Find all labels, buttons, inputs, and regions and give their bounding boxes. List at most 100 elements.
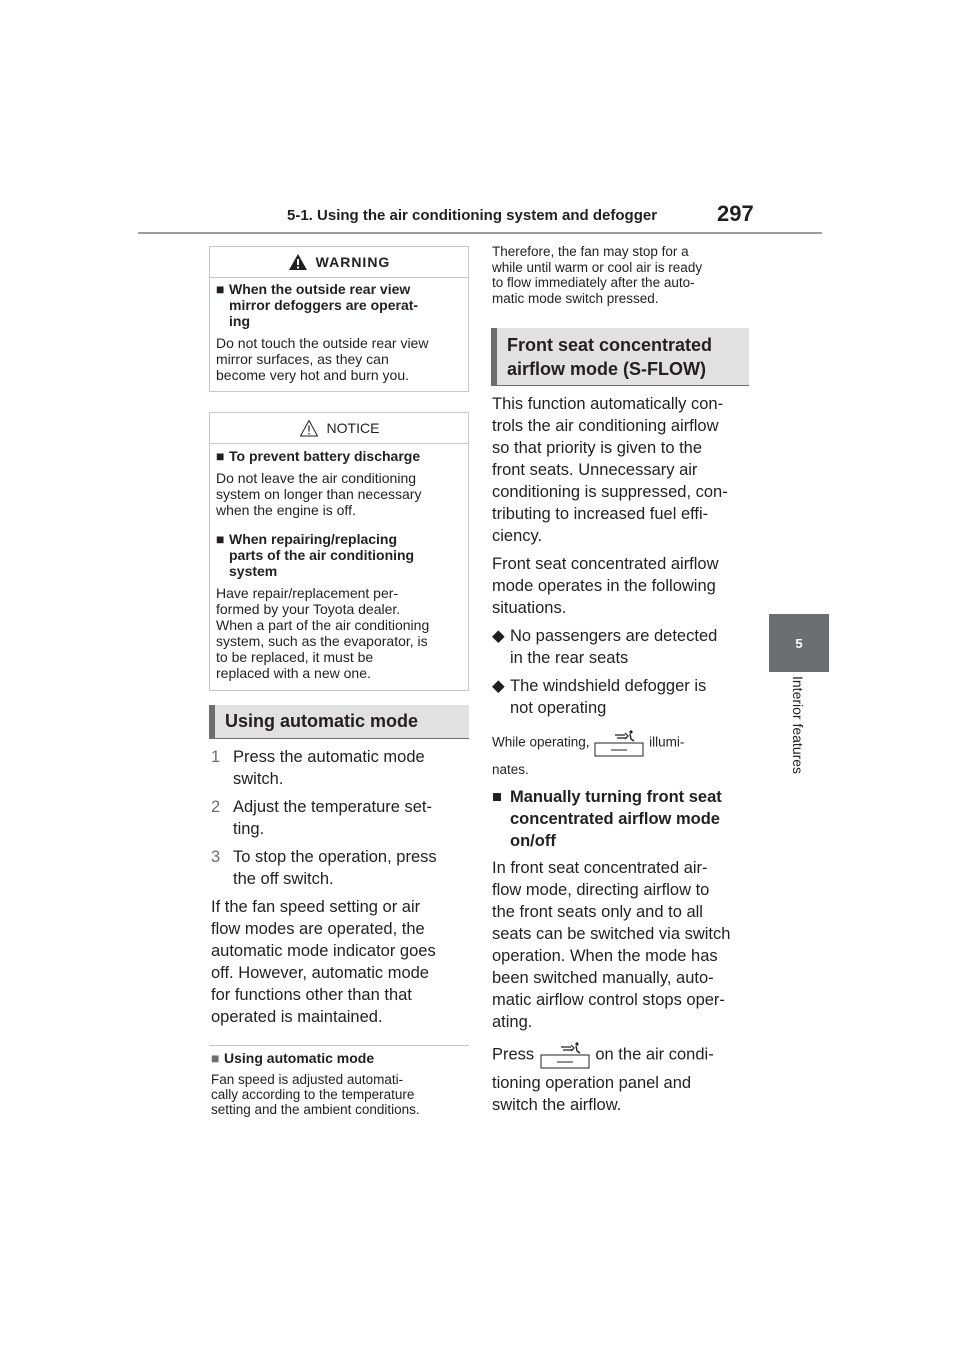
paragraph-line: tributing to increased fuel effi- <box>492 505 709 523</box>
notice-body-line: Have repair/replacement per- <box>216 585 399 601</box>
header-rule <box>138 232 822 234</box>
step-text: Press the automatic mode <box>233 748 425 766</box>
paragraph-line: flow modes are operated, the <box>211 920 425 938</box>
paragraph-line: off. However, automatic mode <box>211 964 429 982</box>
note-rule <box>209 1045 469 1046</box>
warning-header: WARNING <box>210 247 468 278</box>
paragraph-line: situations. <box>492 599 567 617</box>
note-text: illumi- <box>649 734 685 750</box>
notice-header: NOTICE <box>210 413 468 444</box>
notice-body-line: When a part of the air conditioning <box>216 617 430 633</box>
paragraph-line: operation. When the mode has <box>492 947 718 965</box>
bullet-text: No passengers are detected <box>510 627 718 645</box>
sflow-body: This function automatically con- trols t… <box>492 393 754 729</box>
paragraph-line: tioning operation panel and <box>492 1074 692 1092</box>
chapter-label: Interior features <box>787 676 807 806</box>
notice-subheading-line: system <box>229 563 278 579</box>
notice-body-line: to be replaced, it must be <box>216 649 374 665</box>
sflow-paragraph: This function automatically con- trols t… <box>492 393 754 547</box>
note-text: nates. <box>492 762 529 777</box>
notice-body-line: when the engine is off. <box>216 502 356 518</box>
bullet-text: not operating <box>510 699 607 717</box>
paragraph-line: matic airflow control stops oper- <box>492 991 725 1009</box>
notice-subheading-line: To prevent battery discharge <box>229 448 421 464</box>
paragraph-line: for functions other than that <box>211 986 412 1004</box>
sflow-paragraph: Front seat concentrated airflow mode ope… <box>492 553 754 619</box>
step-item: 1 Press the automatic mode switch. <box>211 746 471 790</box>
step-text: the off switch. <box>233 870 334 888</box>
paragraph-line: the front seats only and to all <box>492 903 703 921</box>
paragraph-line: automatic mode indicator goes <box>211 942 436 960</box>
page-number: 297 <box>717 201 754 226</box>
paragraph-line: ating. <box>492 1013 533 1031</box>
notice-body-line: replaced with a new one. <box>216 665 371 681</box>
section-heading-text: airflow mode (S-FLOW) <box>507 359 706 379</box>
subheading-line: concentrated airflow mode <box>510 810 720 828</box>
bullet-item: ◆ The windshield defogger is not operatin… <box>492 675 754 719</box>
step-number: 3 <box>211 848 221 866</box>
step-text: switch. <box>233 770 284 788</box>
diamond-bullet-icon: ◆ <box>492 677 505 695</box>
paragraph-line: conditioning is suppressed, con- <box>492 483 728 501</box>
paragraph-line: This function automatically con- <box>492 395 724 413</box>
note-line: Therefore, the fan may stop for a <box>492 244 689 259</box>
subheading-line: Manually turning front seat <box>510 788 722 806</box>
step-list: 1 Press the automatic mode switch. 2 Adju… <box>211 746 471 1028</box>
paragraph-line: front seats. Unnecessary air <box>492 461 698 479</box>
front-seat-airflow-switch-icon <box>594 730 644 757</box>
warning-subheading-line: ing <box>229 313 250 329</box>
paragraph-text: on the air condi- <box>595 1045 714 1064</box>
paragraph-line: flow mode, directing airflow to <box>492 881 710 899</box>
section-heading-text: Front seat concentrated <box>507 335 713 355</box>
paragraph-line: If the fan speed setting or air <box>211 898 421 916</box>
note-line: matic mode switch pressed. <box>492 290 659 306</box>
section-heading-text: Using automatic mode <box>225 711 419 731</box>
note-line: Fan speed is adjusted automati- <box>211 1072 404 1087</box>
note-line: to flow immediately after the auto- <box>492 275 695 290</box>
paragraph-line: mode operates in the following <box>492 577 716 595</box>
bullet-text: in the rear seats <box>510 649 629 667</box>
warning-box: WARNING ■When the outside rear view mirr… <box>209 246 469 392</box>
chapter-label-text: Interior features <box>790 676 806 775</box>
note-line: cally according to the temperature <box>211 1087 415 1102</box>
paragraph-line: Front seat concentrated airflow <box>492 555 719 573</box>
note-line: setting and the ambient conditions. <box>211 1102 420 1117</box>
paragraph-line: been switched manually, auto- <box>492 969 714 987</box>
note-heading-text: Using automatic mode <box>224 1050 375 1066</box>
square-bullet-icon: ■ <box>492 788 502 806</box>
notice-subheading: ■To prevent battery discharge <box>216 448 421 464</box>
warning-subheading-line: When the outside rear view <box>229 281 411 297</box>
section-title: 5-1. Using the air conditioning system a… <box>287 207 658 224</box>
warning-subheading-line: mirror defoggers are operat- <box>229 297 419 313</box>
step-text: To stop the operation, press <box>233 848 437 866</box>
step-text: Adjust the temperature set- <box>233 798 433 816</box>
step-item: 2 Adjust the temperature set-ting. <box>211 796 471 840</box>
notice-body-line: system on longer than necessary <box>216 486 422 502</box>
notice-box: NOTICE ■To prevent battery discharge Do … <box>209 412 469 691</box>
note-heading: ■Using automatic mode <box>211 1050 375 1066</box>
note-text: While operating, <box>492 734 590 750</box>
subheading-line: on/off <box>510 832 556 850</box>
warning-body-line: Do not touch the outside rear view <box>216 335 429 351</box>
note-line: while until warm or cool air is ready <box>492 259 703 275</box>
notice-subheading-line: parts of the air conditioning <box>229 547 415 563</box>
notice-triangle-icon <box>299 419 318 437</box>
step-number: 1 <box>211 748 221 766</box>
continued-note: Therefore, the fan may stop for a while … <box>492 244 752 306</box>
paragraph-line: seats can be switched via switch <box>492 925 731 943</box>
notice-body-line: system, such as the evaporator, is <box>216 633 428 649</box>
notice-body: Do not leave the air conditioning system… <box>216 470 466 518</box>
warning-body-line: mirror surfaces, as they can <box>216 351 389 367</box>
step-item: 3 To stop the operation, press the off sw… <box>211 846 471 890</box>
section-heading: Front seat concentrated airflow mode (S-… <box>491 328 749 386</box>
auto-mode-paragraph: If the fan speed setting or air flow mod… <box>211 896 471 1028</box>
warning-body-line: become very hot and burn you. <box>216 367 410 383</box>
notice-title: NOTICE <box>326 420 380 436</box>
paragraph-line: switch the airflow. <box>492 1096 622 1114</box>
manual-paragraph: In front seat concentrated air- flow mod… <box>492 857 754 1033</box>
bullet-text: The windshield defogger is <box>510 677 707 695</box>
paragraph-line: operated is maintained. <box>211 1008 383 1026</box>
notice-body-line: formed by your Toyota dealer. <box>216 601 401 617</box>
warning-triangle-icon <box>288 254 307 270</box>
